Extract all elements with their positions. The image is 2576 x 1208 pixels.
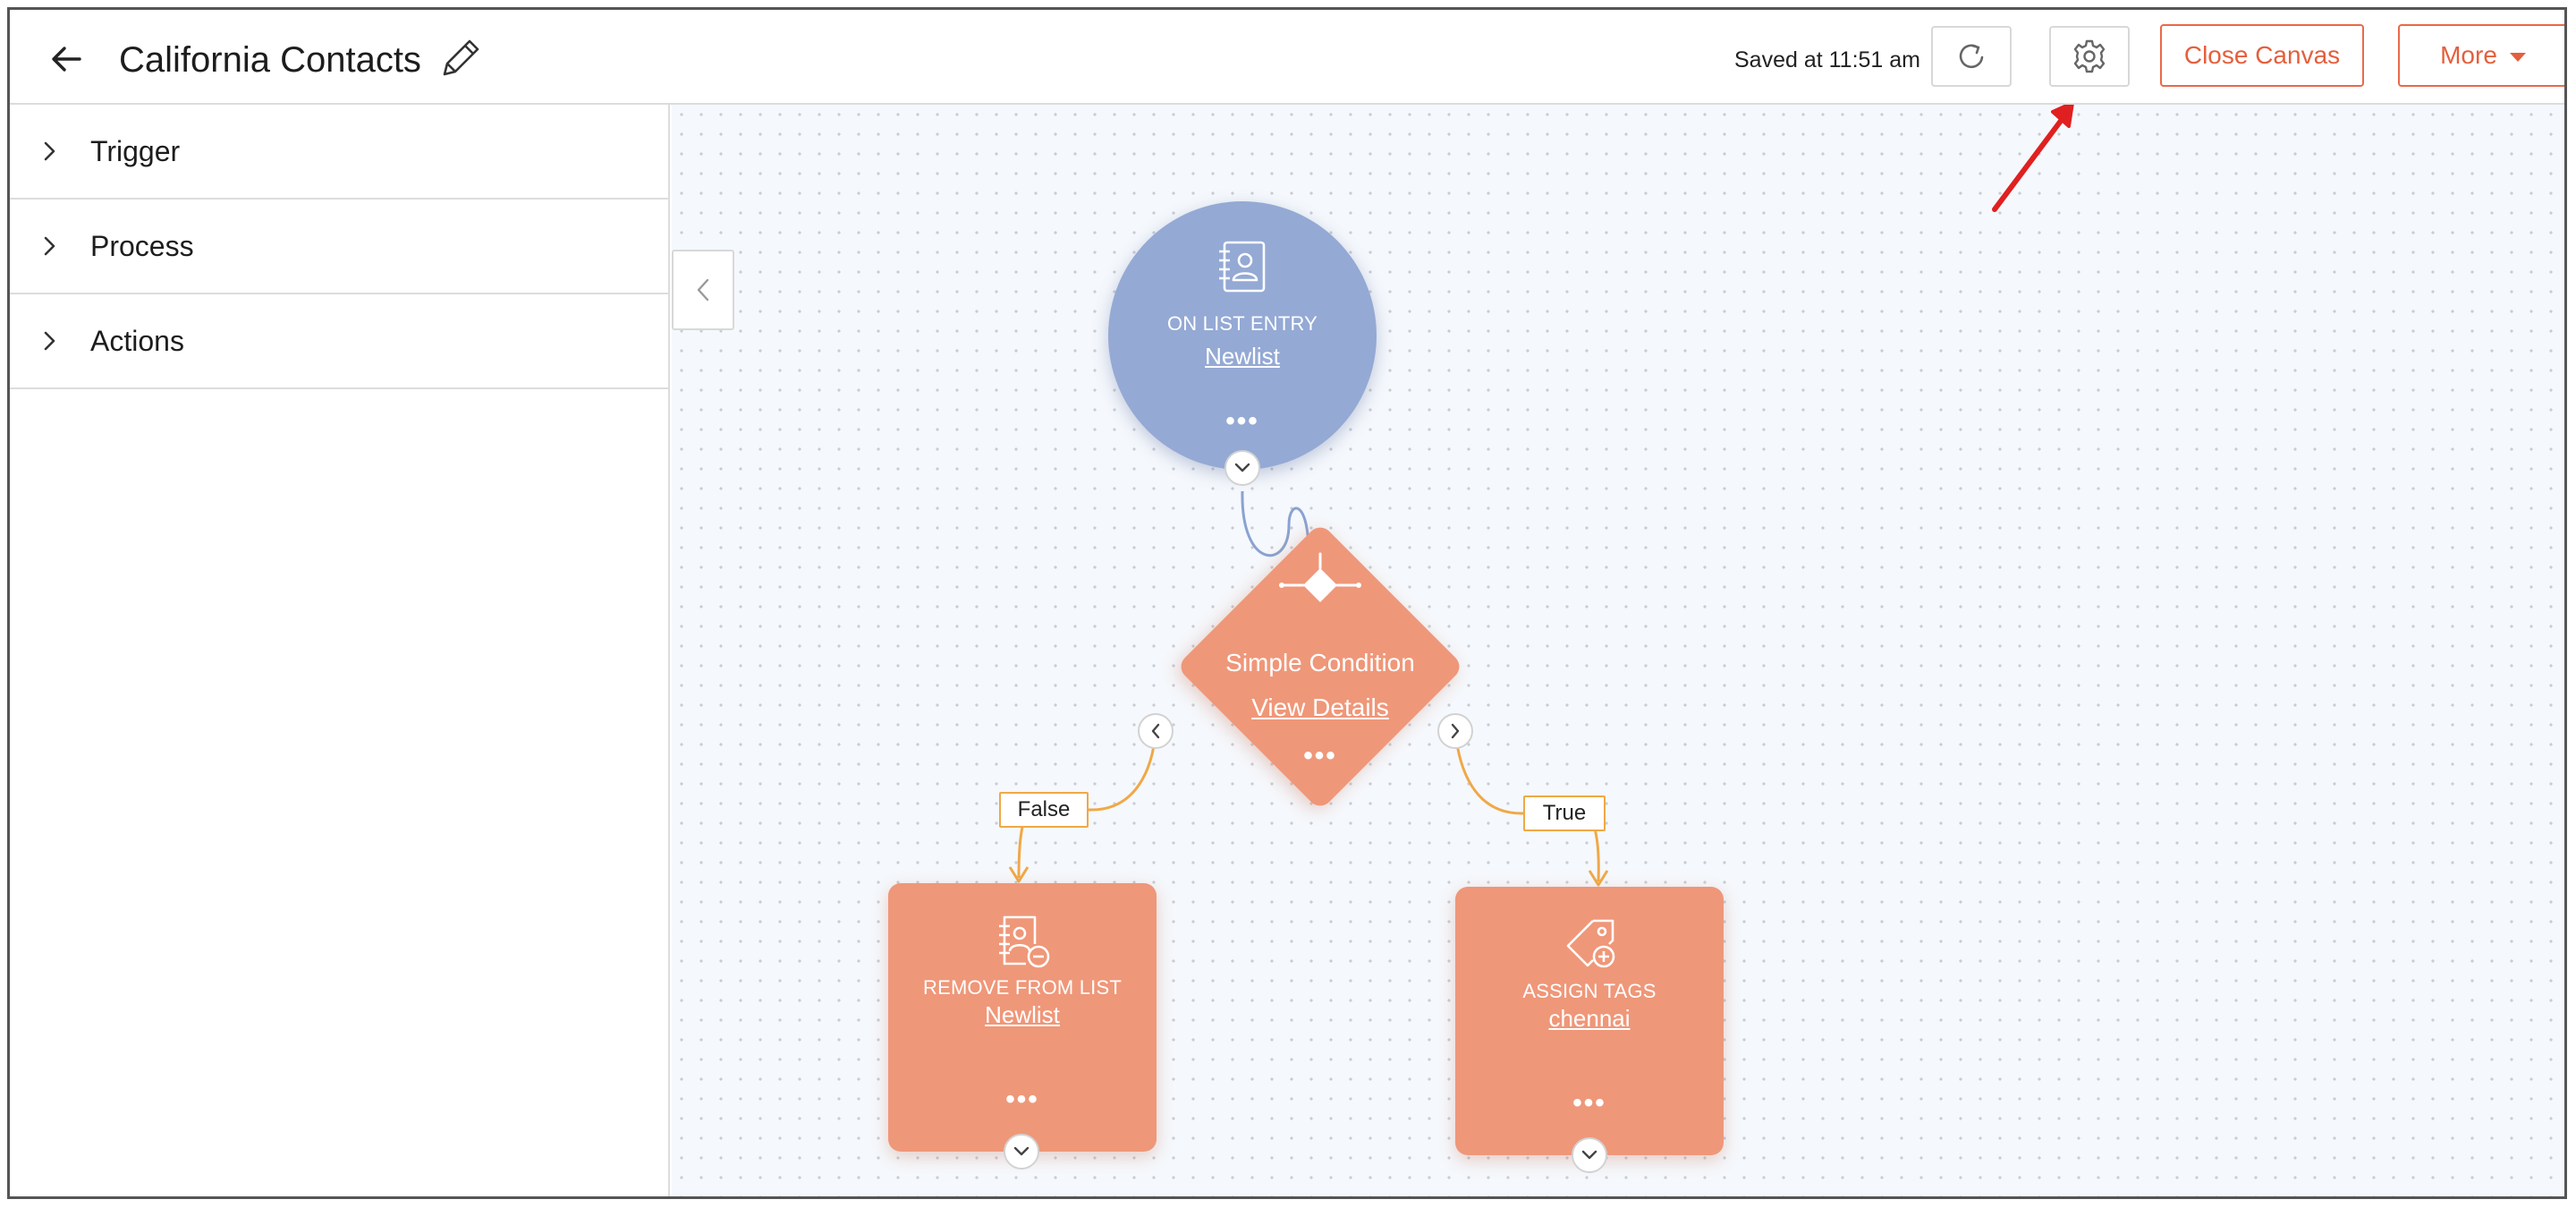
true-label-text: True xyxy=(1542,801,1587,825)
connector-false-branch xyxy=(1017,730,1157,879)
remove-node-title: REMOVE FROM LIST xyxy=(923,976,1122,999)
expand-remove-node-button[interactable] xyxy=(1004,1134,1039,1170)
connector-arrowhead xyxy=(1008,866,1030,883)
refresh-icon xyxy=(1959,44,1984,69)
true-branch-label[interactable]: True xyxy=(1523,795,1606,831)
saved-status: Saved at 11:51 am xyxy=(1734,47,1921,72)
chevron-down-icon xyxy=(1234,463,1250,472)
close-canvas-button[interactable]: Close Canvas xyxy=(2160,24,2364,87)
sidebar-item-label: Process xyxy=(90,229,194,262)
false-label-text: False xyxy=(1017,797,1071,821)
assign-node-link[interactable]: chennai xyxy=(1548,1005,1631,1032)
chevron-right-icon xyxy=(10,140,90,162)
workflow-canvas[interactable]: ON LIST ENTRY Newlist ••• Simple Conditi… xyxy=(672,105,2564,1196)
chevron-down-icon xyxy=(1581,1150,1597,1160)
caret-down-icon xyxy=(2509,53,2526,62)
false-branch-label[interactable]: False xyxy=(999,792,1089,828)
assign-tags-node[interactable]: ASSIGN TAGS chennai ••• xyxy=(1455,887,1724,1155)
edit-title-button[interactable] xyxy=(437,35,484,81)
refresh-button[interactable] xyxy=(1931,26,2012,87)
top-toolbar: California Contacts Saved at 11:51 am Cl… xyxy=(10,10,2564,105)
sidebar-item-label: Actions xyxy=(90,324,184,357)
condition-node-more[interactable]: ••• xyxy=(1303,741,1337,770)
false-branch-toggle[interactable] xyxy=(1138,713,1174,749)
pencil-icon xyxy=(443,39,479,76)
trigger-node[interactable]: ON LIST ENTRY Newlist ••• xyxy=(1108,201,1377,470)
chevron-down-icon xyxy=(1013,1146,1030,1156)
chevron-right-icon xyxy=(1451,723,1460,739)
remove-node-link[interactable]: Newlist xyxy=(985,1001,1060,1028)
connector-arrowhead xyxy=(1588,870,1609,887)
more-dropdown-button[interactable]: More xyxy=(2398,24,2564,87)
chevron-right-icon xyxy=(10,330,90,352)
annotation-arrow-shaft xyxy=(1992,115,2066,212)
contact-list-icon xyxy=(1219,241,1266,293)
trigger-node-link[interactable]: Newlist xyxy=(1205,343,1280,370)
sidebar-item-actions[interactable]: Actions xyxy=(10,294,668,389)
gear-icon xyxy=(2073,39,2106,73)
page-title: California Contacts xyxy=(119,40,421,80)
connector-lines xyxy=(1008,105,2074,887)
settings-button[interactable] xyxy=(2049,26,2130,87)
sidebar-item-trigger[interactable]: Trigger xyxy=(10,105,668,200)
condition-node: Simple Condition View Details ••• xyxy=(1166,513,1474,821)
back-arrow-icon xyxy=(52,47,81,72)
expand-assign-node-button[interactable] xyxy=(1572,1137,1607,1173)
components-sidebar: Trigger Process Actions xyxy=(10,105,670,1196)
remove-node-more[interactable]: ••• xyxy=(1005,1085,1039,1114)
remove-contact-icon xyxy=(999,915,1050,968)
view-details-link[interactable]: View Details xyxy=(1251,693,1389,721)
back-arrow-button[interactable] xyxy=(44,37,89,81)
collapse-sidebar-button[interactable] xyxy=(672,250,734,330)
assign-node-more[interactable]: ••• xyxy=(1572,1088,1606,1118)
trigger-node-title: ON LIST ENTRY xyxy=(1166,312,1318,335)
trigger-node-more[interactable]: ••• xyxy=(1225,406,1259,436)
connector-true-branch xyxy=(1453,730,1600,882)
chevron-left-icon xyxy=(697,278,709,302)
chevron-right-icon xyxy=(10,235,90,257)
sidebar-item-process[interactable]: Process xyxy=(10,200,668,294)
chevron-left-icon xyxy=(1151,723,1160,739)
annotation-arrowhead xyxy=(2051,105,2074,128)
close-canvas-label: Close Canvas xyxy=(2183,41,2341,69)
app-frame: California Contacts Saved at 11:51 am Cl… xyxy=(7,7,2567,1199)
expand-trigger-button[interactable] xyxy=(1224,450,1260,486)
tag-add-icon xyxy=(1566,919,1615,968)
more-label: More xyxy=(2440,41,2497,69)
remove-from-list-node[interactable]: REMOVE FROM LIST Newlist ••• xyxy=(888,883,1157,1152)
sidebar-item-label: Trigger xyxy=(90,134,181,167)
assign-node-title: ASSIGN TAGS xyxy=(1522,980,1657,1002)
true-branch-toggle[interactable] xyxy=(1437,713,1473,749)
connector-trigger-to-condition xyxy=(1241,490,1310,562)
